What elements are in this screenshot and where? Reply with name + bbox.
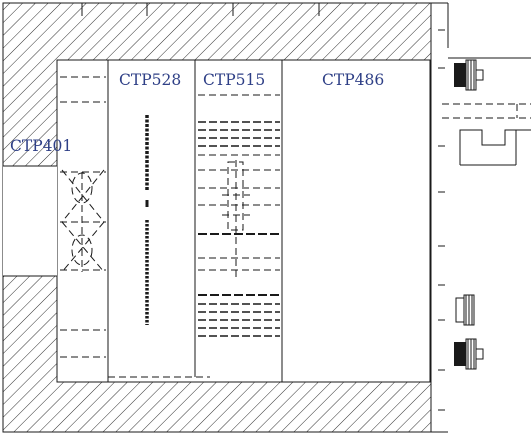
fitting-bottom xyxy=(454,338,484,370)
ctp528-bar-pattern xyxy=(145,115,149,325)
right-flange xyxy=(431,2,531,433)
module-outlines xyxy=(3,59,431,383)
ctp401-features xyxy=(60,76,106,358)
housing-walls xyxy=(2,2,432,433)
label-ctp515: CTP515 xyxy=(203,71,265,89)
label-ctp486: CTP486 xyxy=(322,71,384,89)
fitting-top xyxy=(454,59,484,91)
top-notches xyxy=(81,3,320,16)
label-ctp401: CTP401 xyxy=(10,137,72,155)
ctp515-dashed-layers xyxy=(198,94,280,337)
fitting-middle xyxy=(455,294,475,326)
label-ctp528: CTP528 xyxy=(119,71,181,89)
